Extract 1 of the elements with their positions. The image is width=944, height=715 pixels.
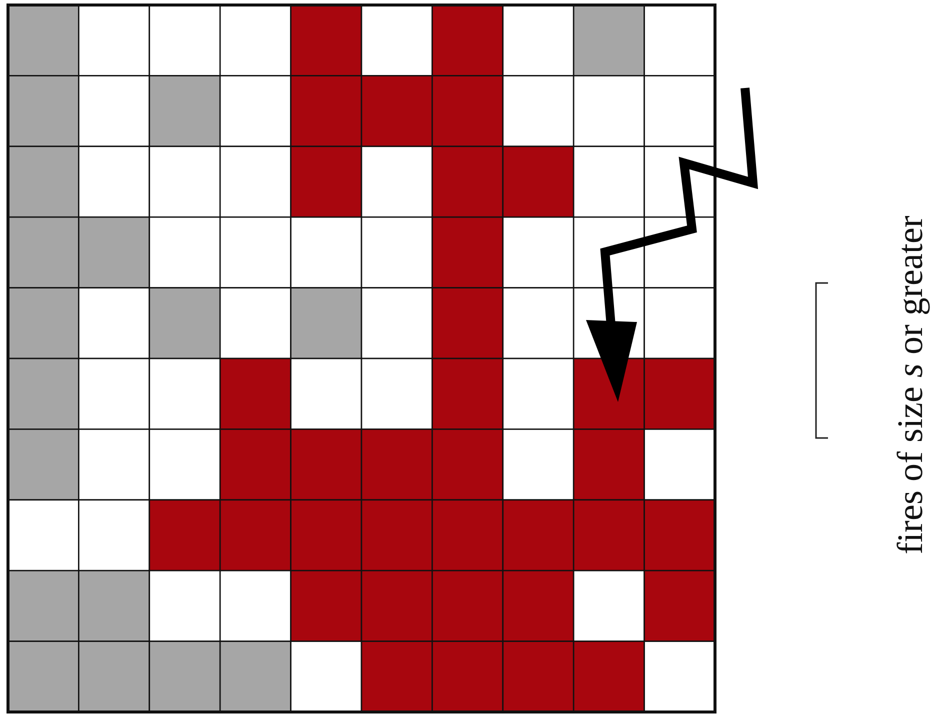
axis-label: fires of size s or greater [889, 216, 931, 554]
